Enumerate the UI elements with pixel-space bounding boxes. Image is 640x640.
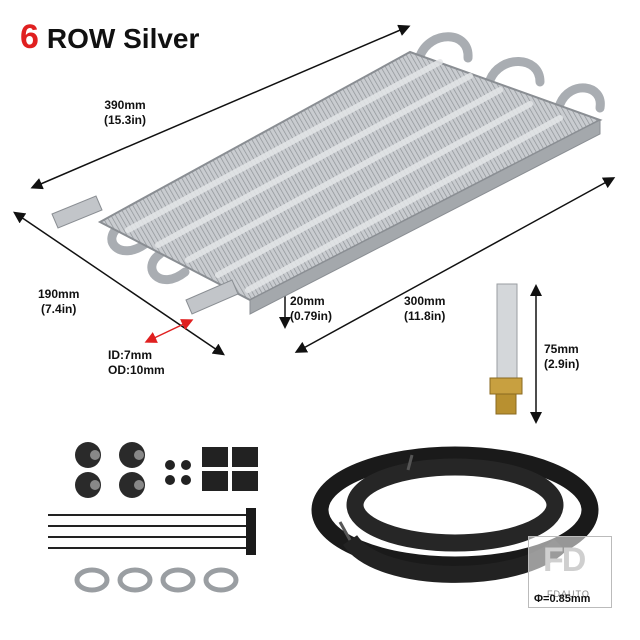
fitting-mm: 75mm	[544, 342, 579, 356]
tube-size-label: ID:7mm OD:10mm	[108, 348, 165, 378]
length-in: (15.3in)	[104, 113, 147, 127]
width-in: (11.8in)	[404, 309, 446, 323]
depth-mm: 190mm	[38, 287, 80, 301]
length-dim-line	[30, 24, 411, 190]
depth-label: 190mm (7.4in)	[38, 287, 79, 317]
width-mm: 300mm	[404, 294, 446, 308]
transmission-cooler	[51, 50, 603, 315]
fitting-in: (2.9in)	[544, 357, 580, 371]
fitting-label: 75mm (2.9in)	[544, 342, 579, 372]
mounting-pads	[75, 442, 258, 498]
watermark-logo: FD	[543, 541, 586, 579]
tube-id: ID:7mm	[108, 348, 153, 362]
adapter-fitting	[489, 283, 523, 415]
zip-ties	[338, 454, 414, 541]
brand-watermark: FD FDAUTO	[528, 536, 612, 608]
hose-diameter-label: Φ=0.85mm	[534, 593, 591, 605]
hose-clamps	[74, 567, 239, 593]
width-dim-line	[294, 177, 616, 353]
length-mm: 390mm	[104, 98, 146, 112]
thickness-label: 20mm (0.79in)	[290, 294, 332, 324]
tube-od: OD:10mm	[108, 363, 165, 377]
length-label: 390mm (15.3in)	[104, 98, 146, 128]
thickness-mm: 20mm	[290, 294, 325, 308]
mounting-rods	[48, 508, 256, 555]
watermark-text: FDAUTO	[547, 589, 590, 599]
width-label: 300mm (11.8in)	[404, 294, 445, 324]
depth-in: (7.4in)	[41, 302, 77, 316]
tube-dim-line	[144, 319, 194, 343]
thickness-in: (0.79in)	[290, 309, 333, 323]
